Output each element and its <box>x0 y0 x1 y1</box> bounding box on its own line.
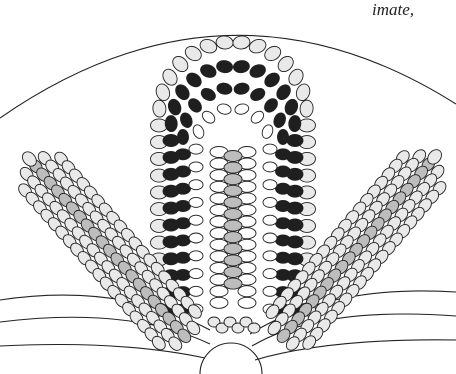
inner-cell <box>263 233 277 243</box>
dark-cell <box>176 218 191 229</box>
dark-cell <box>276 252 291 263</box>
inner-cell <box>189 144 203 154</box>
inner-cell <box>263 180 277 190</box>
inner-cell <box>189 180 203 190</box>
inner-cell <box>189 197 203 207</box>
core-cell <box>210 297 228 308</box>
core-cell <box>210 286 228 297</box>
dark-cell <box>178 111 194 129</box>
inner-cell <box>263 215 277 225</box>
dark-cell <box>276 269 291 280</box>
dark-cell <box>216 60 233 74</box>
inner-cell <box>260 123 274 140</box>
dark-cell <box>248 86 266 103</box>
dark-cell <box>176 235 191 246</box>
cell-layers <box>16 35 449 353</box>
dark-cell <box>176 252 191 263</box>
core-center-cell <box>224 174 242 185</box>
inner-cell <box>189 162 203 172</box>
inner-cell <box>189 269 203 279</box>
dark-cell <box>233 60 250 74</box>
dark-cell <box>287 135 303 147</box>
inner-cell <box>189 286 203 296</box>
caption-text: imate, <box>372 0 414 20</box>
dark-cell <box>262 96 280 115</box>
right-curve-bottom <box>255 340 456 360</box>
inner-cell <box>234 103 250 116</box>
dark-cell <box>248 62 267 79</box>
inner-cell <box>263 286 277 296</box>
inner-cell <box>189 233 203 243</box>
core-center-cell <box>224 197 242 208</box>
core-center-cell <box>224 185 242 196</box>
dark-cell <box>163 135 179 147</box>
dark-cell <box>216 82 233 95</box>
core-center-cell <box>224 151 242 162</box>
inner-cell <box>263 162 277 172</box>
dark-cell <box>184 70 204 89</box>
inner-cell <box>263 144 277 154</box>
dark-cell <box>166 98 183 117</box>
dark-cell <box>199 86 217 103</box>
dark-cell <box>176 183 191 194</box>
dark-cell <box>288 115 301 132</box>
dark-cell <box>274 82 293 102</box>
outer-cell <box>152 99 167 117</box>
dark-cell <box>177 129 188 144</box>
inner-cell <box>191 123 205 140</box>
outer-cell <box>247 37 267 55</box>
outer-cell <box>294 82 312 102</box>
inner-cell <box>189 215 203 225</box>
dark-cell <box>165 115 178 132</box>
outer-cell <box>154 82 172 102</box>
inner-cell <box>189 251 203 261</box>
core-center-cell <box>224 255 242 266</box>
inner-cell <box>263 251 277 261</box>
outer-cell <box>232 35 250 50</box>
dark-cell <box>176 149 191 160</box>
core-cell <box>238 297 256 308</box>
core-center-cell <box>224 162 242 173</box>
core-center-cell <box>224 232 242 243</box>
inner-cell <box>216 103 232 116</box>
core-cell <box>238 286 256 297</box>
dark-cell <box>176 201 191 212</box>
outer-cell <box>215 35 233 50</box>
dark-cell <box>176 269 191 280</box>
dark-cell <box>186 96 204 115</box>
core-center-cell <box>224 267 242 278</box>
outer-cell <box>299 99 314 117</box>
dark-cell <box>176 166 191 177</box>
core-center-cell <box>224 220 242 231</box>
base-dome <box>200 343 262 374</box>
dark-cell <box>276 218 291 229</box>
core-center-cell <box>224 209 242 220</box>
core-center-cell <box>224 278 242 289</box>
inner-cell <box>263 197 277 207</box>
dark-cell <box>276 235 291 246</box>
dark-cell <box>277 129 288 144</box>
dark-cell <box>173 82 192 102</box>
dark-cell <box>233 82 250 95</box>
inner-cell <box>263 269 277 279</box>
dark-cell <box>199 62 218 79</box>
base-cell <box>248 323 260 333</box>
dark-cell <box>276 149 291 160</box>
inner-cell <box>200 109 217 126</box>
dark-cell <box>276 183 291 194</box>
core-center-cell <box>224 243 242 254</box>
outer-cell <box>198 37 218 55</box>
dark-cell <box>276 166 291 177</box>
dark-cell <box>276 201 291 212</box>
inner-cell <box>249 109 266 126</box>
dark-cell <box>283 98 300 117</box>
dark-cell <box>272 111 288 129</box>
dark-cell <box>262 70 282 89</box>
